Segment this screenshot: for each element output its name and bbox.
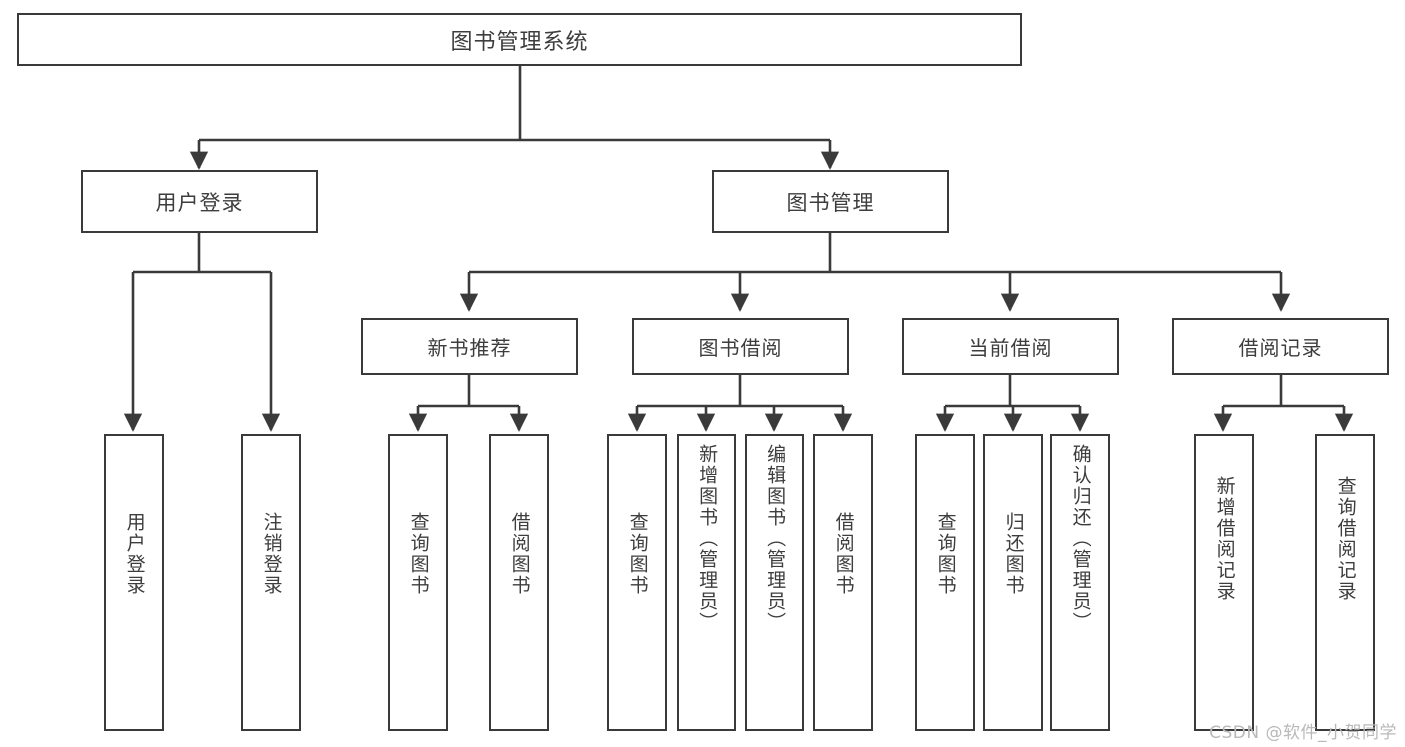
node-leaf-add-book-admin[interactable]: 新增图书（管理员） <box>677 434 736 731</box>
node-label: 用户登录 <box>155 190 244 215</box>
node-leaf-query-borrow-record[interactable]: 查询借阅记录 <box>1315 434 1375 731</box>
node-label: 图书管理系统 <box>450 29 589 55</box>
node-label: 查询借阅记录 <box>1334 476 1357 602</box>
node-leaf-query-book-current[interactable]: 查询图书 <box>915 434 975 731</box>
node-leaf-logout-login[interactable]: 注销登录 <box>241 434 301 731</box>
node-leaf-query-book-recommend[interactable]: 查询图书 <box>388 434 448 731</box>
node-leaf-borrow-book-borrow[interactable]: 借阅图书 <box>813 434 873 731</box>
node-label: 注销登录 <box>260 512 283 596</box>
node-leaf-borrow-book-recommend[interactable]: 借阅图书 <box>489 434 549 731</box>
node-label: 查询图书 <box>407 512 430 596</box>
node-user-login[interactable]: 用户登录 <box>81 170 318 233</box>
node-borrow-record[interactable]: 借阅记录 <box>1172 318 1389 375</box>
node-leaf-confirm-return-admin[interactable]: 确认归还（管理员） <box>1050 434 1110 731</box>
node-label: 确认归还（管理员） <box>1069 444 1092 633</box>
node-book-borrow[interactable]: 图书借阅 <box>632 318 849 375</box>
node-leaf-add-borrow-record[interactable]: 新增借阅记录 <box>1194 434 1254 731</box>
node-label: 新增图书（管理员） <box>696 444 719 633</box>
node-leaf-return-book[interactable]: 归还图书 <box>983 434 1043 731</box>
node-label: 借阅记录 <box>1238 336 1323 360</box>
node-label: 用户登录 <box>123 512 146 596</box>
node-current-borrow[interactable]: 当前借阅 <box>902 318 1119 375</box>
node-root-book-management-system[interactable]: 图书管理系统 <box>17 13 1022 66</box>
node-label: 查询图书 <box>626 512 649 596</box>
node-label: 图书借阅 <box>698 336 783 360</box>
watermark-text: CSDN @软件_小贺同学 <box>1209 723 1397 743</box>
node-label: 编辑图书（管理员） <box>764 444 787 633</box>
node-book-management[interactable]: 图书管理 <box>712 170 949 233</box>
node-new-book-recommend[interactable]: 新书推荐 <box>361 318 578 375</box>
node-label: 新增借阅记录 <box>1213 476 1236 602</box>
node-label: 归还图书 <box>1002 512 1025 596</box>
node-leaf-query-book-borrow[interactable]: 查询图书 <box>607 434 667 731</box>
node-label: 借阅图书 <box>508 512 531 596</box>
node-label: 新书推荐 <box>427 336 512 360</box>
node-leaf-user-login[interactable]: 用户登录 <box>104 434 164 731</box>
node-leaf-edit-book-admin[interactable]: 编辑图书（管理员） <box>745 434 804 731</box>
node-label: 查询图书 <box>934 512 957 596</box>
node-label: 当前借阅 <box>968 336 1053 360</box>
node-label: 借阅图书 <box>832 512 855 596</box>
node-label: 图书管理 <box>786 190 875 215</box>
